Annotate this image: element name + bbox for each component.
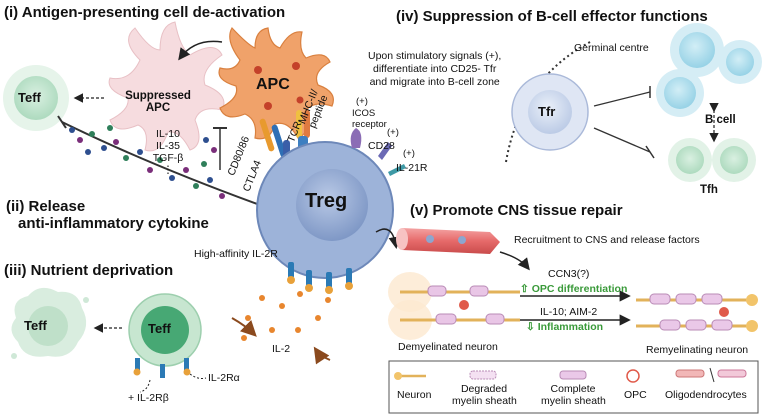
teff-label-right: Teff bbox=[148, 321, 171, 336]
cytokine-dots bbox=[69, 125, 225, 199]
teff-cell-faded bbox=[11, 287, 89, 359]
germinal-centre-label: Germinal centre bbox=[574, 42, 649, 54]
legend-icons bbox=[394, 367, 747, 383]
section-title-cytokine-2: anti-inflammatory cytokine bbox=[18, 215, 209, 232]
plus-cd28: (+) bbox=[387, 127, 399, 138]
demyelinated-label: Demyelinated neuron bbox=[398, 341, 498, 353]
opc-differentiation-label: ⇧ OPC differentiation bbox=[520, 283, 628, 295]
ccn3-label: CCN3(?) bbox=[548, 268, 590, 280]
tfr-description: Upon stimulatory signals (+),differentia… bbox=[368, 50, 502, 88]
stimulatory-receptors bbox=[350, 128, 406, 176]
section-title-cytokine-1: (ii) Release bbox=[6, 198, 86, 215]
legend-opc: OPC bbox=[624, 389, 647, 401]
blood-vessel bbox=[396, 228, 500, 254]
treg-cell bbox=[256, 141, 394, 279]
down-arrow-icon: ⇩ bbox=[526, 321, 538, 333]
up-arrow-icon: ⇧ bbox=[520, 283, 532, 295]
il2ra-label: IL-2Rα bbox=[208, 372, 240, 384]
demyelinated-neurons bbox=[388, 272, 520, 340]
il2r-receptors bbox=[287, 262, 353, 294]
cd28-label: CD28 bbox=[368, 140, 395, 152]
section-title-cns: (v) Promote CNS tissue repair bbox=[410, 202, 623, 219]
suppressed-apc-cell bbox=[108, 21, 225, 152]
teff-cell-right bbox=[128, 293, 202, 378]
il2-label: IL-2 bbox=[272, 343, 291, 355]
recruitment-label: Recruitment to CNS and release factors bbox=[514, 234, 700, 246]
legend-neuron: Neuron bbox=[397, 389, 432, 401]
il10-aim2-label: IL-10; AIM-2 bbox=[540, 306, 598, 318]
inflammation-label: ⇩ Inflammation bbox=[526, 321, 604, 333]
teff-cell-top bbox=[3, 65, 69, 131]
tfr-label: Tfr bbox=[538, 104, 556, 119]
teff-label-top: Teff bbox=[18, 90, 41, 105]
il21r-label: IL-21R bbox=[396, 162, 428, 174]
bcell-label: B cell bbox=[705, 114, 736, 126]
remyelinating-label: Remyelinating neuron bbox=[646, 344, 749, 356]
il2r-label: High-affinity IL-2R bbox=[194, 248, 278, 260]
il2rb-label: + IL-2Rβ bbox=[128, 392, 169, 404]
remyelinating-neurons bbox=[636, 293, 758, 332]
teff-label-faded: Teff bbox=[24, 318, 47, 333]
plus-icos: (+) bbox=[356, 96, 368, 107]
section-title-apc: (i) Antigen-presenting cell de-activatio… bbox=[4, 4, 286, 21]
plus-il21r: (+) bbox=[403, 148, 415, 159]
tfh-label: Tfh bbox=[700, 184, 718, 196]
cytokine-inhibition-line bbox=[61, 121, 261, 206]
section-title-bcell: (iv) Suppression of B-cell effector func… bbox=[396, 8, 708, 25]
treg-label: Treg bbox=[305, 190, 348, 212]
tfr-cell bbox=[511, 73, 589, 151]
section-title-nutrient: (iii) Nutrient deprivation bbox=[4, 262, 174, 279]
suppression-arrow bbox=[178, 40, 223, 61]
tfh-cells bbox=[668, 138, 756, 182]
apc-label: APC bbox=[256, 76, 290, 93]
b-cells bbox=[656, 23, 762, 117]
legend-oligo: Oligodendrocytes bbox=[665, 389, 747, 401]
